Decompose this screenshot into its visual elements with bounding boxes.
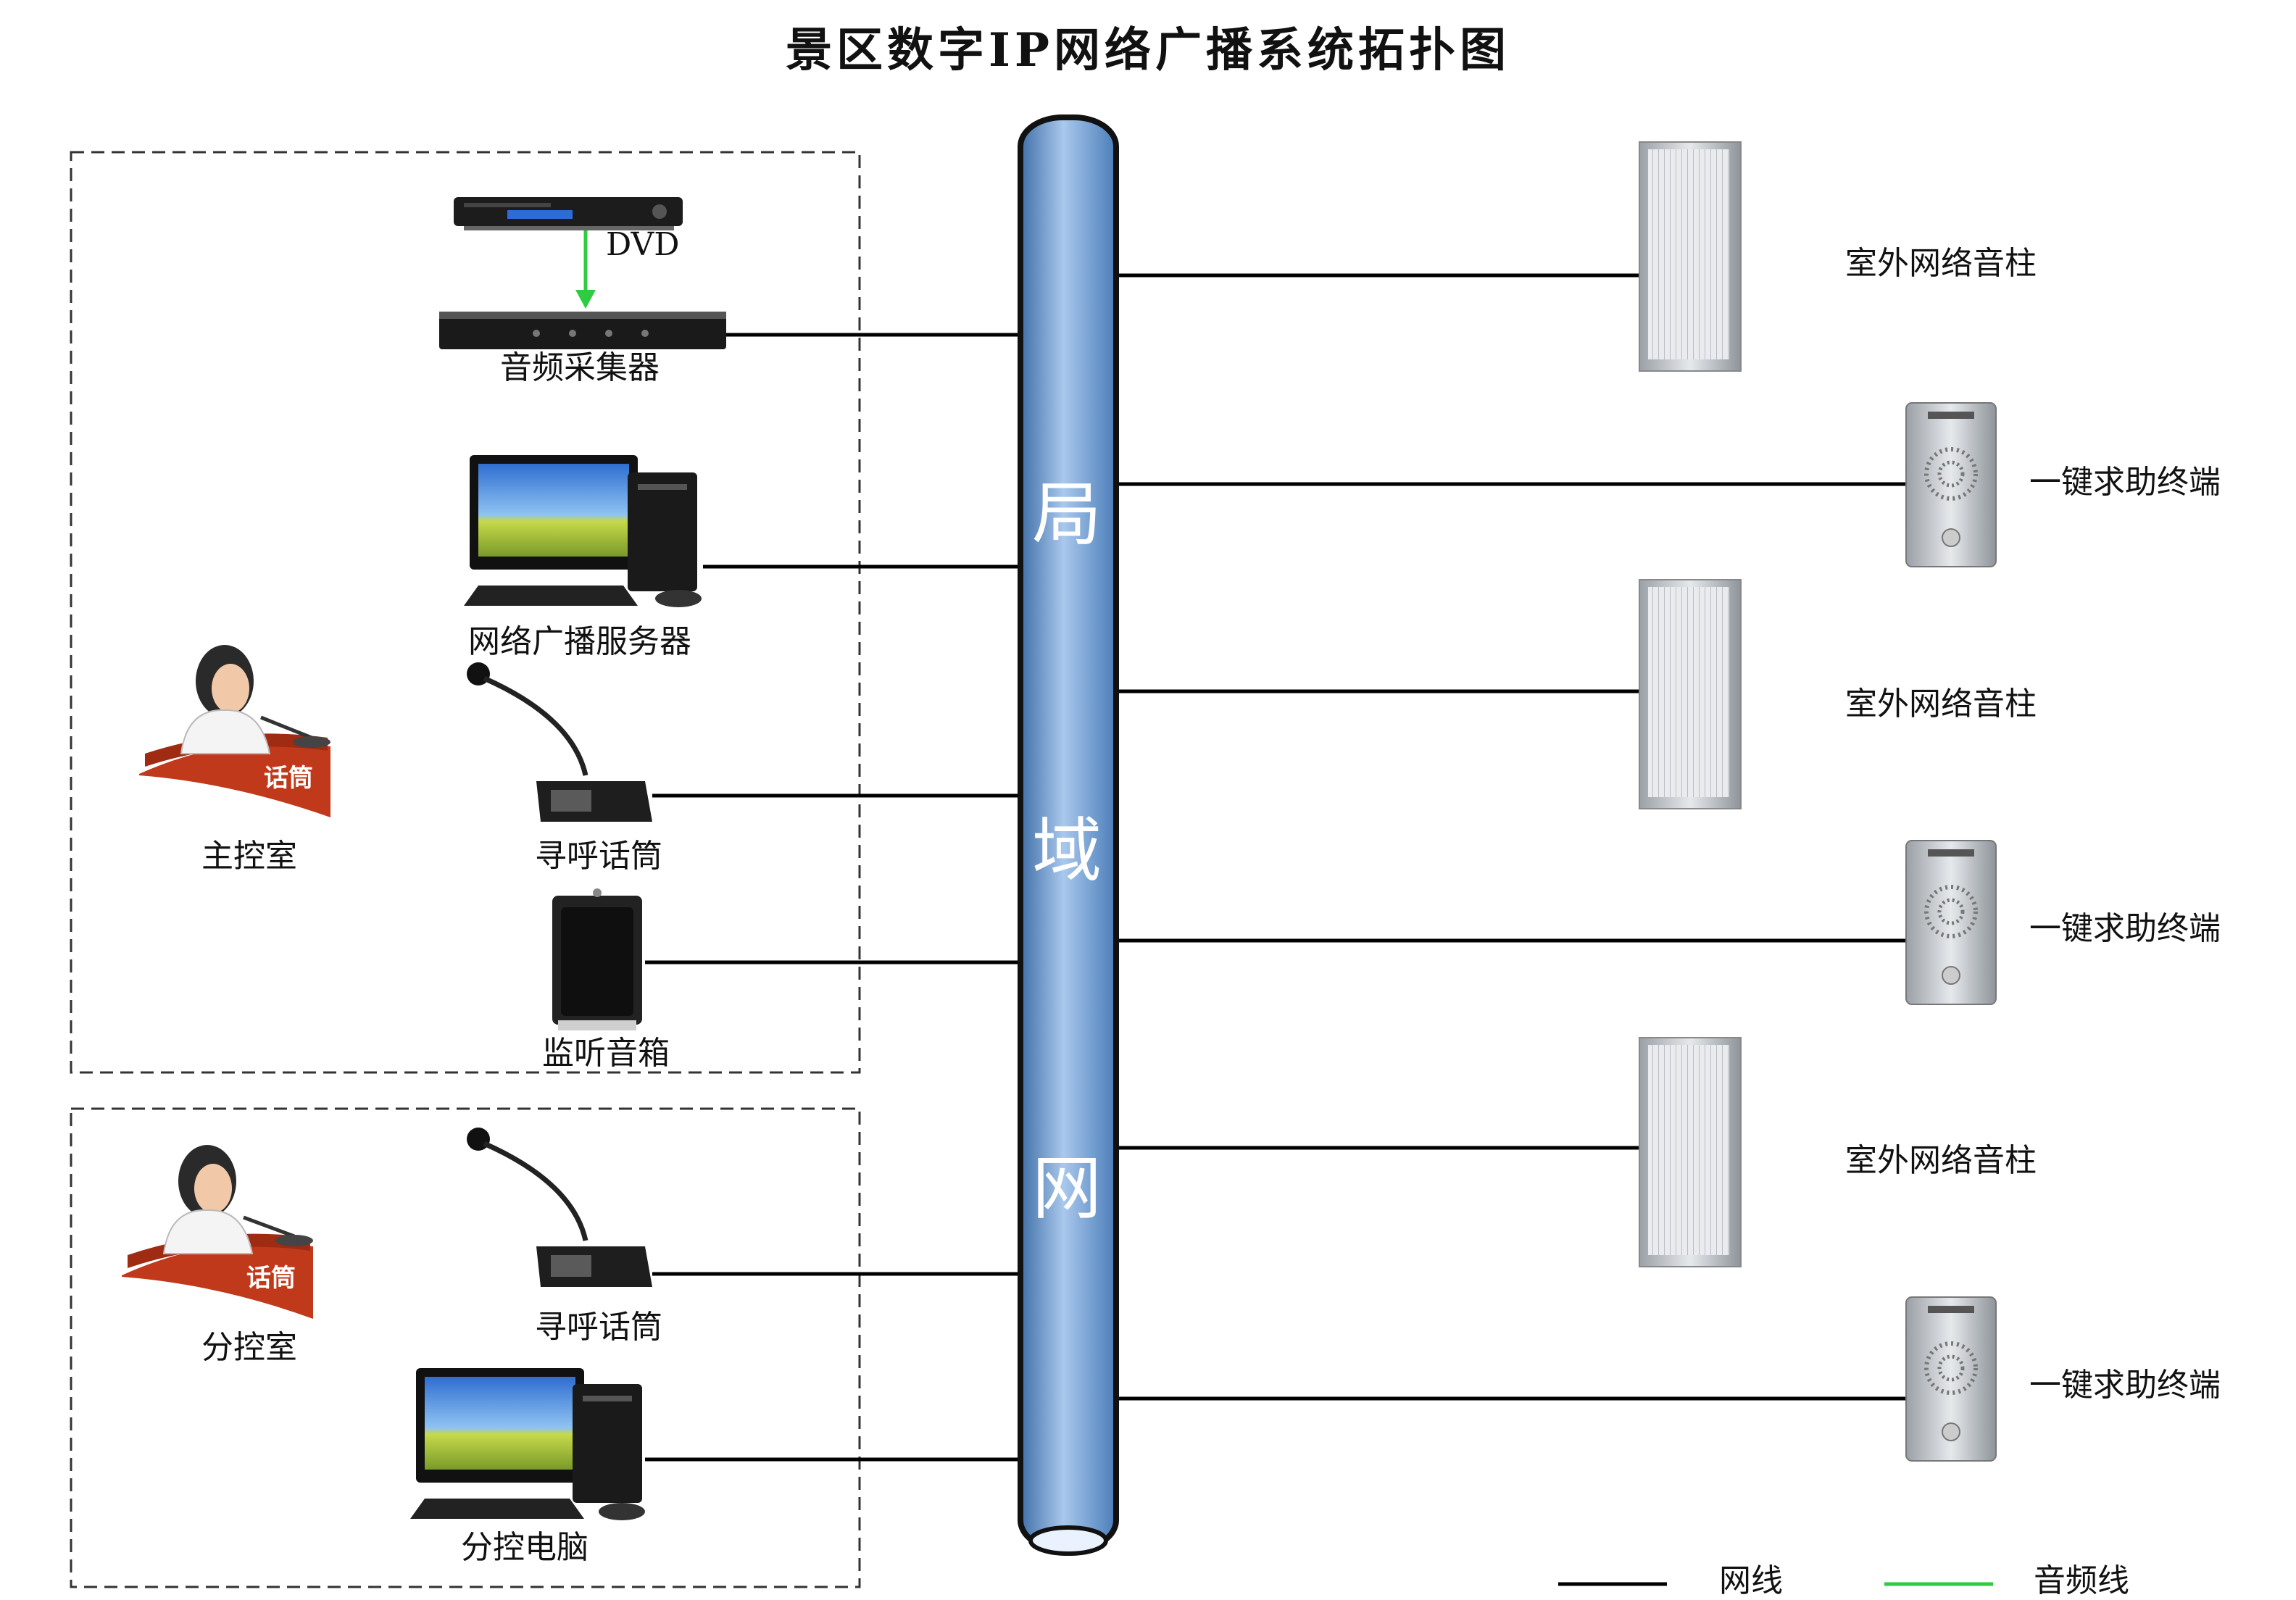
left-network-lines [645, 333, 1022, 1462]
server-computer-icon [464, 455, 702, 607]
sub-paging-mic-icon [467, 1128, 652, 1287]
column-speaker-icon-3 [1639, 1037, 1742, 1267]
help-terminal-icon-1 [1905, 402, 1997, 567]
lan-char-2: 域 [1032, 810, 1102, 891]
audio-collector-icon [439, 312, 726, 349]
terminal-label-1: 室外网络音柱 [1845, 245, 2037, 282]
audio-collector-label: 音频采集器 [500, 349, 660, 386]
column-speaker-icon-2 [1639, 579, 1742, 809]
main-mic-tag: 话筒 [264, 764, 313, 793]
sub-mic-tag: 话筒 [246, 1264, 296, 1293]
right-network-lines [1115, 273, 1906, 1401]
help-terminal-icon-3 [1905, 1296, 1997, 1462]
sub-operator-icon [122, 1145, 313, 1319]
dvd-player-icon [454, 197, 683, 230]
legend-audio-label: 音频线 [2034, 1562, 2129, 1599]
help-terminal-icon-2 [1905, 840, 1997, 1005]
terminal-label-3: 室外网络音柱 [1845, 686, 2037, 722]
sub-room-box [70, 1107, 861, 1588]
terminal-label-6: 一键求助终端 [2029, 1367, 2221, 1404]
main-paging-mic-icon [467, 662, 652, 822]
monitor-speaker-icon [552, 888, 642, 1030]
dvd-label: DVD [606, 226, 680, 263]
sub-paging-mic-label: 寻呼话筒 [535, 1309, 662, 1346]
main-paging-mic-label: 寻呼话筒 [535, 838, 662, 875]
page-title: 景区数字IP网络广播系统拓扑图 [785, 23, 1511, 78]
lan-char-1: 局 [1032, 474, 1102, 555]
legend-network-label: 网线 [1719, 1562, 1783, 1599]
sub-computer-label: 分控电脑 [461, 1529, 588, 1566]
main-room-label: 主控室 [201, 838, 297, 875]
lan-char-3: 网 [1032, 1148, 1102, 1229]
server-label: 网络广播服务器 [468, 623, 691, 660]
terminal-label-5: 室外网络音柱 [1845, 1142, 2037, 1179]
column-speaker-icon-1 [1639, 141, 1742, 372]
terminal-label-4: 一键求助终端 [2029, 910, 2221, 947]
main-room-box [70, 151, 861, 1074]
terminal-label-2: 一键求助终端 [2029, 464, 2221, 501]
sub-room-label: 分控室 [201, 1329, 297, 1366]
lan-pipe [1018, 114, 1119, 1556]
monitor-speaker-label: 监听音箱 [542, 1035, 670, 1072]
audio-line [575, 230, 596, 309]
main-operator-icon [139, 645, 330, 817]
sub-computer-icon [410, 1368, 645, 1520]
